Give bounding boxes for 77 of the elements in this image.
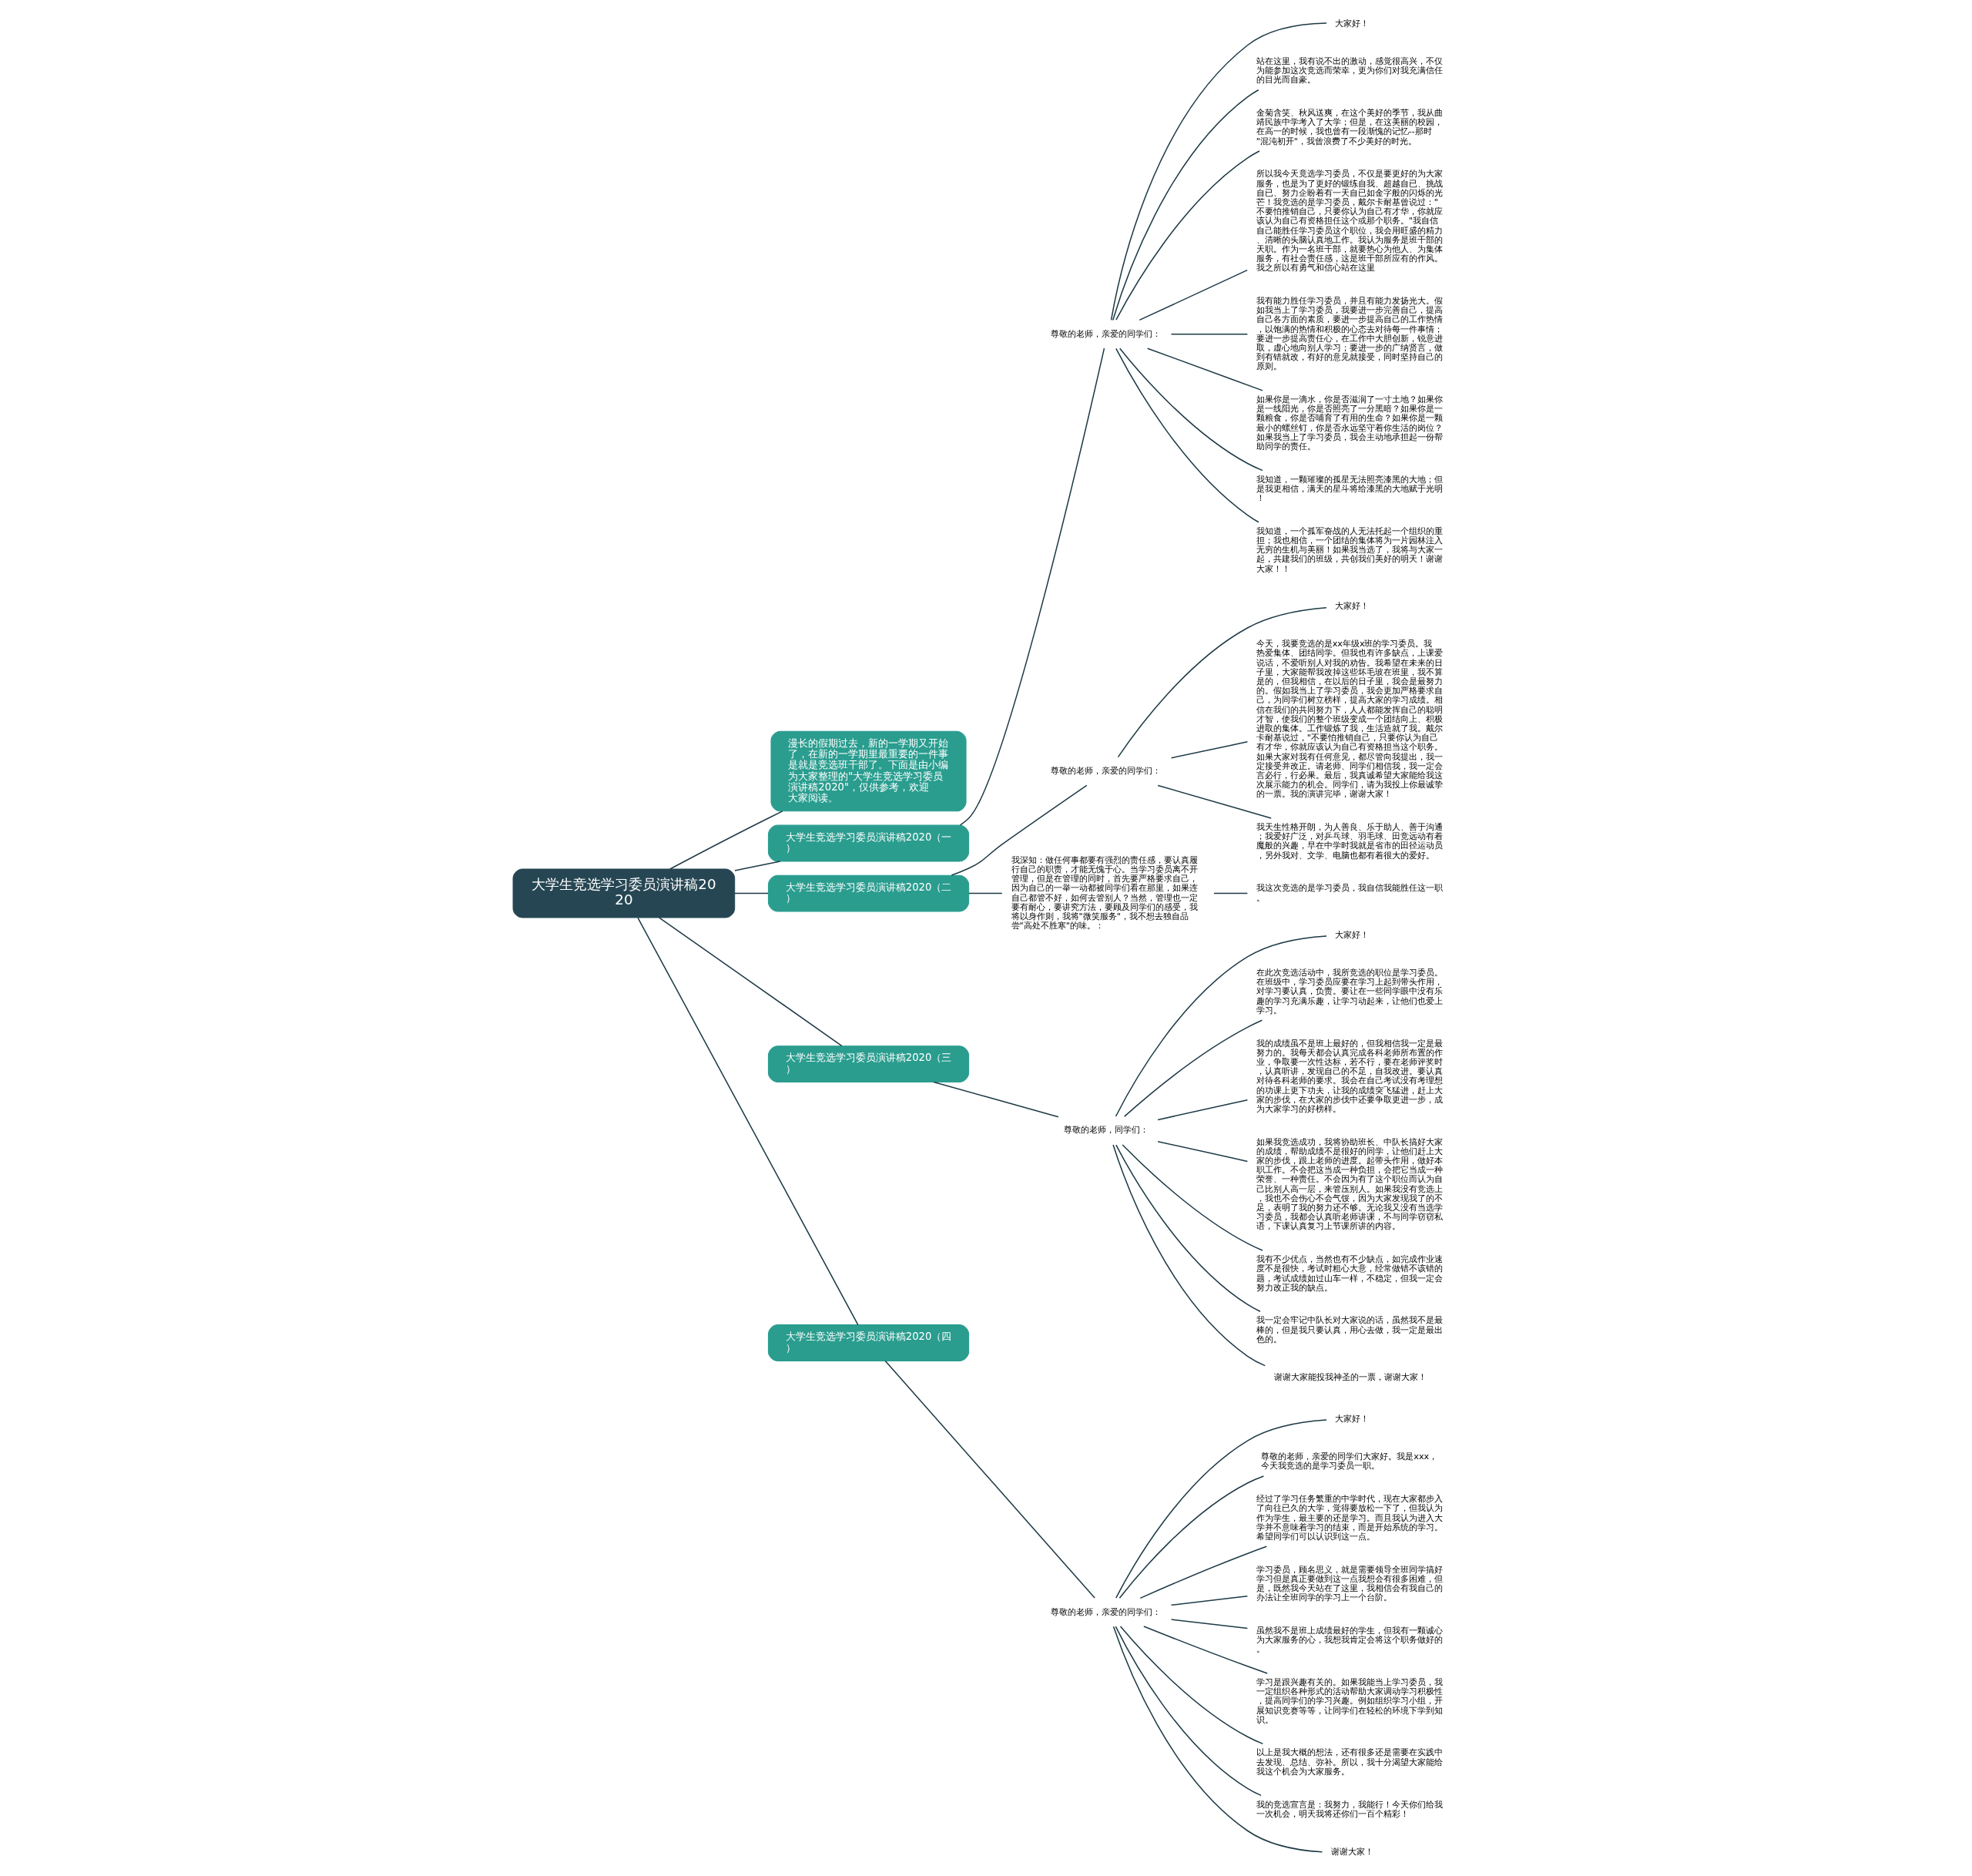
node-text: 我知道，一个孤军奋战的人无法托起一个组织的重担；我也相信，一个团结的集体将为一片园林注入无穷的生机与美丽！如果我当选了，我将与大家一起，共建我们的班级，共创我们美好的明天！谢谢大家！！	[1256, 525, 1443, 574]
connector	[1115, 1626, 1262, 1797]
node-box: 大学生竞选学习委员演讲稿2020（二）	[767, 874, 970, 912]
node-text: 我一定会牢记中队长对大家说的话，虽然我不是最棒的，但是我只要认真，用心去做，我一定是最出色的。	[1256, 1315, 1443, 1344]
connector	[1213, 892, 1249, 894]
node-text: 站在这里，我有说不出的激动，感觉很高兴，不仅为能参加这次竞选而荣幸，更为你们对我充满信任的目光而自豪。	[1256, 55, 1443, 86]
node-text: 虽然我不是班上成绩最好的学生，但我有一颗诚心为大家服务的心，我想我肯定会将这个职务做好的。	[1256, 1625, 1443, 1655]
connector	[1146, 347, 1263, 391]
connector	[1118, 1475, 1265, 1599]
node-text: 金菊含笑、秋风送爽，在这个美好的季节，我从曲靖民族中学考入了大学；但是，在这美丽的校园，在高一的时候，我也曾有一段渐愧的记忆--那时"混沌初开"，我曾浪费了不少美好的时光。	[1256, 108, 1443, 146]
node-text: 尊敬的老师，亲爱的同学们：	[1050, 328, 1161, 339]
connector	[734, 861, 781, 871]
node-text: 学习是跟兴趣有关的。如果我能当上学习委员，我一定组织各种形式的活动帮助大家调动学习积极性，提高同学们的学习兴趣。例如组织学习小组，开展知识竞赛等等，让同学们在轻松的环境下学到知识。	[1256, 1676, 1443, 1725]
node-text: 如果你是一滴水，你是否滋润了一寸土地？如果你是一线阳光，你是否照亮了一分黑暗？如果你是一颗粮食，你是否哺育了有用的生命？如果你是一颗最小的螺丝钉，你是否永远坚守着你生活的岗位？如果我当上了学习委员，我会主动地承担起一份帮助同学的责任。	[1256, 394, 1443, 452]
node-text: 大家好！	[1335, 1414, 1370, 1425]
connector	[637, 917, 859, 1326]
node-text: 尊敬的老师，亲爱的同学们：	[1050, 765, 1161, 776]
node-text: 尊敬的老师，同学们：	[1064, 1125, 1149, 1136]
connector	[669, 810, 783, 870]
node-text: 我的竞选宣言是：我努力，我能行！今天你们给我一次机会，明天我将还你们一百个精彩！	[1256, 1799, 1443, 1819]
connector	[1115, 347, 1259, 523]
connector	[1115, 1419, 1327, 1599]
connector	[1170, 1596, 1249, 1606]
node-box: 漫长的假期过去，新的一学期又开始了，在新的一学期里最重要的一件事是就是竞选班干部了。下面是由小编为大家整理的"大学生竞选学习委员演讲稿2020"，仅供参考，欢迎大家阅读。	[770, 730, 967, 812]
node-text: 我有能力胜任学习委员，并且有能力发扬光大。假如我当上了学习委员，我要进一步完善自己，提高自己各方面的素质，要进一步提高自己的工作热情，以饱满的热情和积极的心态去对待每一件事情；要进一步提高责任心，在工作中大胆创新，锐意进取，虚心地向别人学习；要进一步的广纳贤言，做到有错就改，有好的意见就接受，同时坚持自己的原则。	[1256, 295, 1443, 372]
connector	[884, 1360, 1095, 1599]
connector	[1112, 1626, 1323, 1853]
node-text: 谢谢大家能投我神圣的一票，谢谢大家！	[1273, 1371, 1427, 1382]
node-text: 我天生性格开朗，为人善良、乐于助人、善于沟通；我爱好广泛，对乒乓球、羽毛球、田竞远动有着魔般的兴趣，早在中学时我就是省市的田径运动员，另外我对、文学、电脑也都有着很大的爱好。	[1256, 822, 1443, 861]
connector	[1143, 1626, 1268, 1674]
node-text: 我的成绩虽不是班上最好的，但我相信我一定是最努力的。我每天都会认真完成各科老师所布置的作业，争取要一次性达标，若不行，要在老师评奖时，认真听讲，发现自己的不足，自我改进。要认真对待各科老师的要求。我会在自己考试没有考理想的功课上更下功夫，让我的成绩突飞猛进，赶上大家的步伐，在大家的步伐中还要争取更进一步，成为大家学习的好榜样。	[1256, 1038, 1443, 1114]
connector	[933, 1081, 1059, 1118]
connector	[1157, 1099, 1249, 1121]
node-text: 我有不少优点，当然也有不少缺点，如完成作业速度不是很快，考试时粗心大意，经常做错不该错的题，考试成绩如过山车一样，不稳定，但我一定会努力改正我的缺点。	[1256, 1254, 1443, 1293]
node-text: 如果我竞选成功，我将协助班长、中队长搞好大家的成绩，帮助成绩不是很好的同学，让他们赶上大家的步伐，跟上老师的进度。起带头作用，做好本职工作。不会把这当成一种负担，会把它当成一种荣誉、一种责任。不会因为有了这个职位而认为自己比别人高一层，来管压别人。如果我没有竞选上，我也不会伤心不会气馁，因为大家发现我了的不足，表明了我的努力还不够。无论我又没有当选学习委员，我都会认真听老师讲课，不与同学窃窃私语，下课认真复习上节课所讲的内容。	[1256, 1136, 1443, 1232]
connector	[1110, 22, 1327, 321]
node-box: 大学生竞选学习委员演讲稿2020（三）	[767, 1045, 970, 1083]
connector	[1157, 1140, 1249, 1163]
node-text: 大家好！	[1335, 601, 1370, 612]
node-box: 大学生竞选学习委员演讲稿2020（一）	[767, 824, 970, 862]
node-text: 尊敬的老师，亲爱的同学们大家好。我是xxx，今天我竞选的是学习委员一职。	[1261, 1451, 1438, 1472]
connector	[1119, 347, 1263, 472]
connector	[1119, 1626, 1264, 1745]
connector	[1139, 1545, 1268, 1599]
node-text: 大家好！	[1335, 930, 1370, 941]
node-text: 今天，我要竞选的是xx年级x班的学习委员。我热爱集体、团结同学。但我也有许多缺点，上课爱说话，不爱听别人对我的劝告。我希望在未来的日子里，大家能帮我改掉这些坏毛玻在班里，我不算是的，但我相信，在以后的日子里，我会是最努力的。假如我当上了学习委员，我会更加严格要求自己，为同学们树立榜样，提高大家的学习成绩。相信在我们的共同努力下，人人都能发挥自己的聪明才智，使我们的整个班级变成一个团结向上、积极进取的集体。工作锻炼了我，生活造就了我。戴尔卡耐基说过，"不要怕推销自己，只要你认为自己有才华，你就应该认为自己有资格担当这个职务。如果大家对我有任何意见，都尽管向我提出，我一定接受并改正。请老师、同学们相信我，我一定会言必行，行必果。最后，我真诚希望大家能给我这次展示能力的机会。同学们，请为我投上你最诚挚的一票。我的演讲完毕，谢谢大家！	[1256, 639, 1443, 800]
node-text: 尊敬的老师，亲爱的同学们：	[1050, 1606, 1161, 1617]
node-text: 在此次竞选活动中，我所竞选的职位是学习委员。在班级中，学习委员应要在学习上起到带头作用，对学习要认真，负责。要让在一些同学眼中没有乐趣的学习充满乐趣，让学习动起来，让他们也爱上学习。	[1256, 968, 1443, 1015]
node-text: 大家好！	[1335, 18, 1370, 29]
node-box: 大学生竞选学习委员演讲稿2020（四）	[767, 1324, 970, 1361]
connector	[1170, 741, 1249, 759]
connector	[1115, 150, 1260, 320]
connector	[1112, 89, 1259, 321]
connector	[1112, 1144, 1266, 1367]
node-text: 学习委员，顾名思义，就是需要领导全班同学搞好学习但是真正要做到这一点我想会有很多困难，但是，既然我今天站在了这里，我相信会有我自己的办法让全班同学的学习上一个台阶。	[1256, 1564, 1443, 1603]
node-text: 经过了学习任务繁重的中学时代，现在大家都步入了向往已久的大学，觉得要放松一下了，但我认为作为学生，最主要的还是学习。而且我认为进入大学并不意味着学习的结束，而是开始系统的学习。希望同学们可以认识到这一点。	[1256, 1494, 1443, 1542]
connector	[951, 784, 1088, 876]
connector	[734, 892, 769, 894]
connector	[1170, 1619, 1249, 1629]
connector	[1115, 935, 1327, 1117]
node-text: 所以我今天竟选学习委员，不仅是要更好的为大家服务，也是为了更好的锻练自我、超越自已、挑战自已、努力企盼着有一天自已如金字般的闪烁的光芒！我竞选的是学习委员，戴尔卡耐基曾说过："不要怕推销自己，只要你认为自己有才华，你就应该认为自己有资格担任这个或那个职务。"我自信自己能胜任学习委员这个职位，我会用旺盛的精力、清晰的头脑认真地工作。我认为服务是班干部的天职。作为一名班干部，就要热心为他人、为集体服务，有社会责任感，这是班干部所应有的作风。我之所以有勇气和信心站在这里	[1256, 169, 1443, 274]
connector	[968, 892, 1003, 894]
connector	[659, 917, 843, 1047]
connector	[1122, 1144, 1263, 1251]
connector	[1123, 1019, 1263, 1117]
node-text: 我深知：做任何事都要有强烈的责任感，要认真履行自己的职责，才能无愧于心。当学习委员离不开管理，但是在管理的同时，首先要严格要求自己，因为自己的一举一动都被同学们看在那里，如果连自己都管不好，如何去管别人？当然，管理也一定要有耐心，要讲究方法，要顾及同学们的感受，我将以身作则，我将"微笑服务"，我不想去独自品尝"高处不胜寒"的味。：	[1011, 854, 1198, 931]
node-text: 谢谢大家！	[1330, 1846, 1373, 1857]
node-text: 以上是我大概的想法，还有很多还是需要在实践中去发现、总结、弥补。所以，我十分渴望大家能给我这个机会为大家服务。	[1256, 1747, 1443, 1777]
connector	[1170, 334, 1249, 335]
connector	[1117, 607, 1327, 758]
node-text: 我知道，一颗璀璨的孤星无法照亮漆黑的大地；但是我更相信，满天的星斗将给漆黑的大地赋于光明！	[1256, 474, 1443, 504]
connector	[1139, 269, 1248, 321]
connector	[1115, 1144, 1261, 1313]
connector	[1157, 784, 1272, 819]
node-box: 大学生竞选学习委员演讲稿2020	[512, 868, 736, 918]
connector	[959, 347, 1105, 826]
node-text: 我这次竞选的是学习委员，我自信我能胜任这一职。	[1256, 883, 1443, 903]
